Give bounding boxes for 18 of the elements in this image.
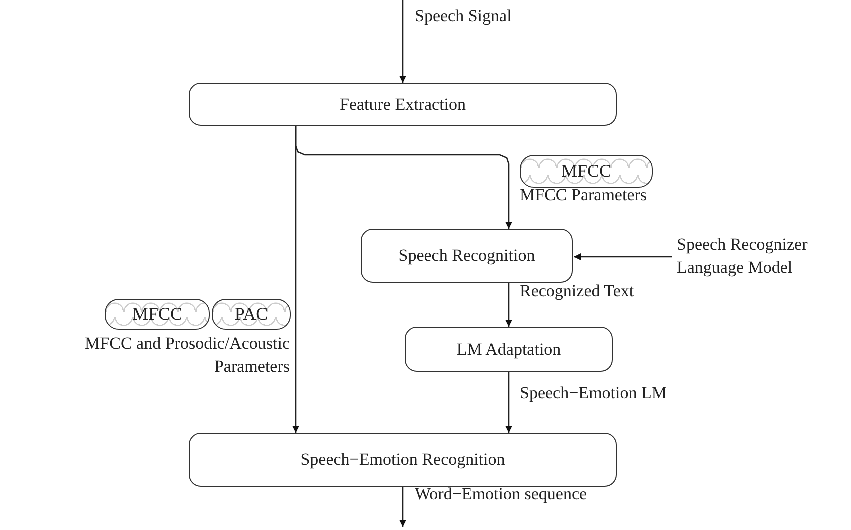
- process-box: Speech Recognition: [361, 229, 573, 283]
- arrow: [400, 487, 406, 527]
- process-box: LM Adaptation: [405, 327, 613, 372]
- arrow: [506, 283, 512, 327]
- parameter-pill: PAC: [212, 299, 291, 330]
- arrow: [506, 372, 512, 433]
- edge-label: MFCC and Prosodic/Acoustic Parameters: [84, 333, 290, 378]
- process-box: Feature Extraction: [189, 83, 617, 126]
- input-text: Speech Recognizer Language Model: [677, 234, 809, 279]
- arrow: [574, 254, 672, 260]
- parameter-pill: MFCC: [105, 299, 210, 330]
- edge-label: Speech−Emotion LM: [520, 382, 667, 405]
- arrow: [292, 126, 300, 433]
- process-box: Speech−Emotion Recognition: [189, 433, 617, 487]
- edge-label: Speech Signal: [415, 6, 512, 28]
- edge-label: Recognized Text: [520, 280, 634, 303]
- parameter-pill: MFCC: [520, 155, 653, 188]
- arrow: [400, 0, 406, 83]
